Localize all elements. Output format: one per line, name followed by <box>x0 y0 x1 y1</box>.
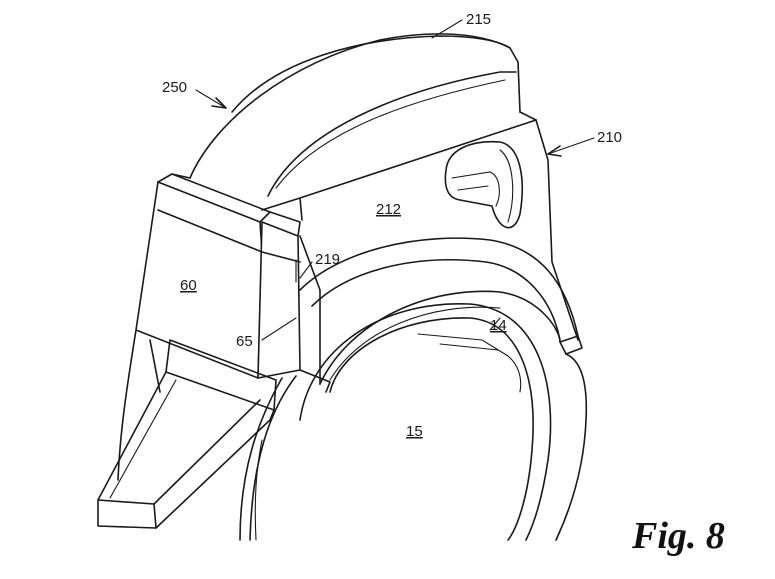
block-60 <box>135 173 271 379</box>
bore-15 <box>299 303 552 541</box>
label-210: 210 <box>597 129 622 146</box>
housing-outer <box>189 33 521 197</box>
label-215: 215 <box>466 11 491 28</box>
figure-caption: Fig. 8 <box>631 515 725 557</box>
label-60: 60 <box>180 277 197 294</box>
wedge-65 <box>257 211 331 393</box>
label-65: 65 <box>236 333 253 350</box>
label-15: 15 <box>406 423 423 440</box>
support-arm <box>97 329 277 529</box>
ring-14 <box>299 237 583 385</box>
plate-212 <box>261 111 579 341</box>
label-212: 212 <box>376 201 401 218</box>
label-14: 14 <box>490 317 507 334</box>
leaders <box>195 19 595 341</box>
label-219: 219 <box>315 251 340 268</box>
label-250: 250 <box>162 79 187 96</box>
housing-lower <box>239 353 588 541</box>
